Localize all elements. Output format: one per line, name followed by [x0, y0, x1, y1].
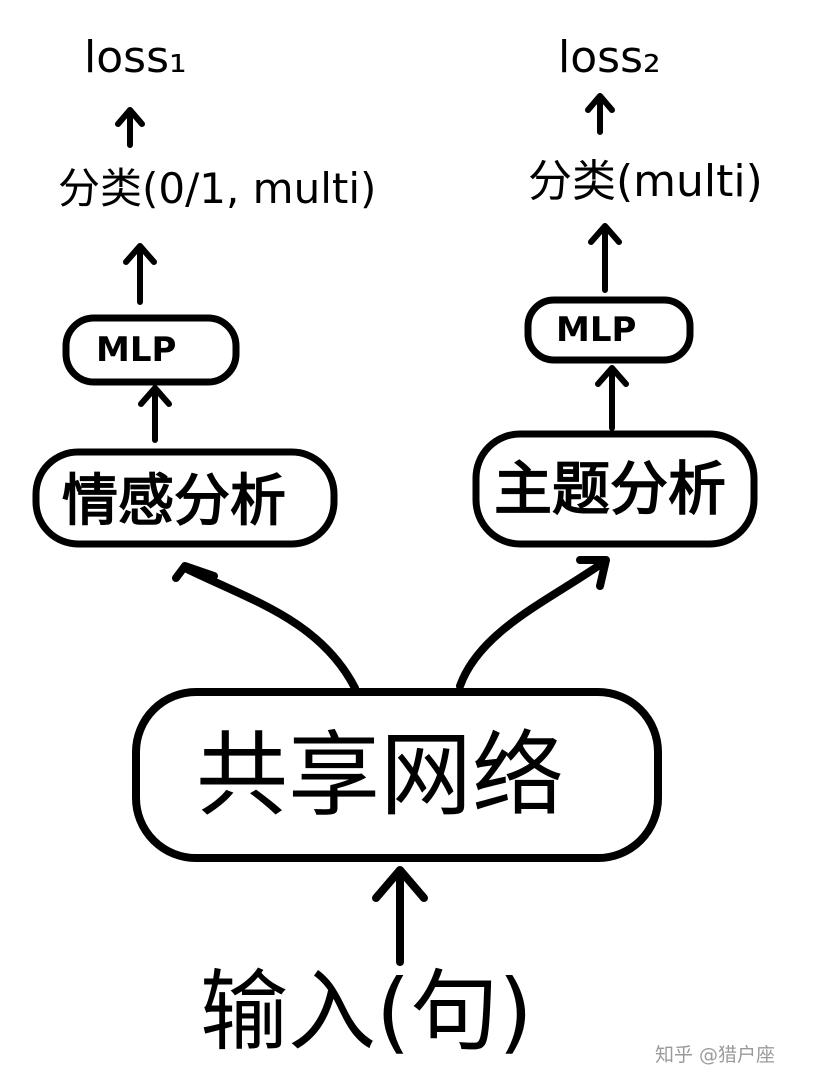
watermark: 知乎 @猎户座 [655, 1044, 776, 1066]
shared-network-label: 共享网络 [196, 722, 565, 829]
task-left-label: 情感分析 [62, 469, 286, 534]
arrow-mlp-to-loss2 [585, 93, 615, 135]
arrow-mlp-to-loss1 [115, 107, 145, 148]
mlp-box-right [524, 296, 694, 364]
loss1-label: loss₁ [84, 32, 187, 83]
curve-shared-to-right [456, 556, 610, 690]
task-box-right [472, 430, 758, 548]
arrow-task-to-mlp-right [595, 365, 629, 431]
arrow-input-to-shared [372, 866, 428, 966]
mlp-left-label: MLP [96, 330, 177, 370]
arrow-mlp-to-classifier-right [588, 223, 622, 293]
curve-shared-to-left [172, 562, 359, 692]
classifier-left-label: 分类(0/1, multi) [58, 164, 377, 213]
shared-box [132, 688, 662, 862]
loss2-label: loss₂ [558, 32, 661, 83]
arrow-mlp-to-classifier-left [123, 243, 157, 305]
task-right-label: 主题分析 [494, 455, 727, 523]
mlp-box-left [62, 314, 240, 386]
classifier-right-label: 分类(multi) [528, 156, 763, 207]
task-box-left [32, 448, 338, 548]
mlp-right-label: MLP [556, 310, 637, 350]
input-label: 输入(句) [200, 960, 533, 1063]
arrow-task-to-mlp-left [138, 385, 172, 443]
